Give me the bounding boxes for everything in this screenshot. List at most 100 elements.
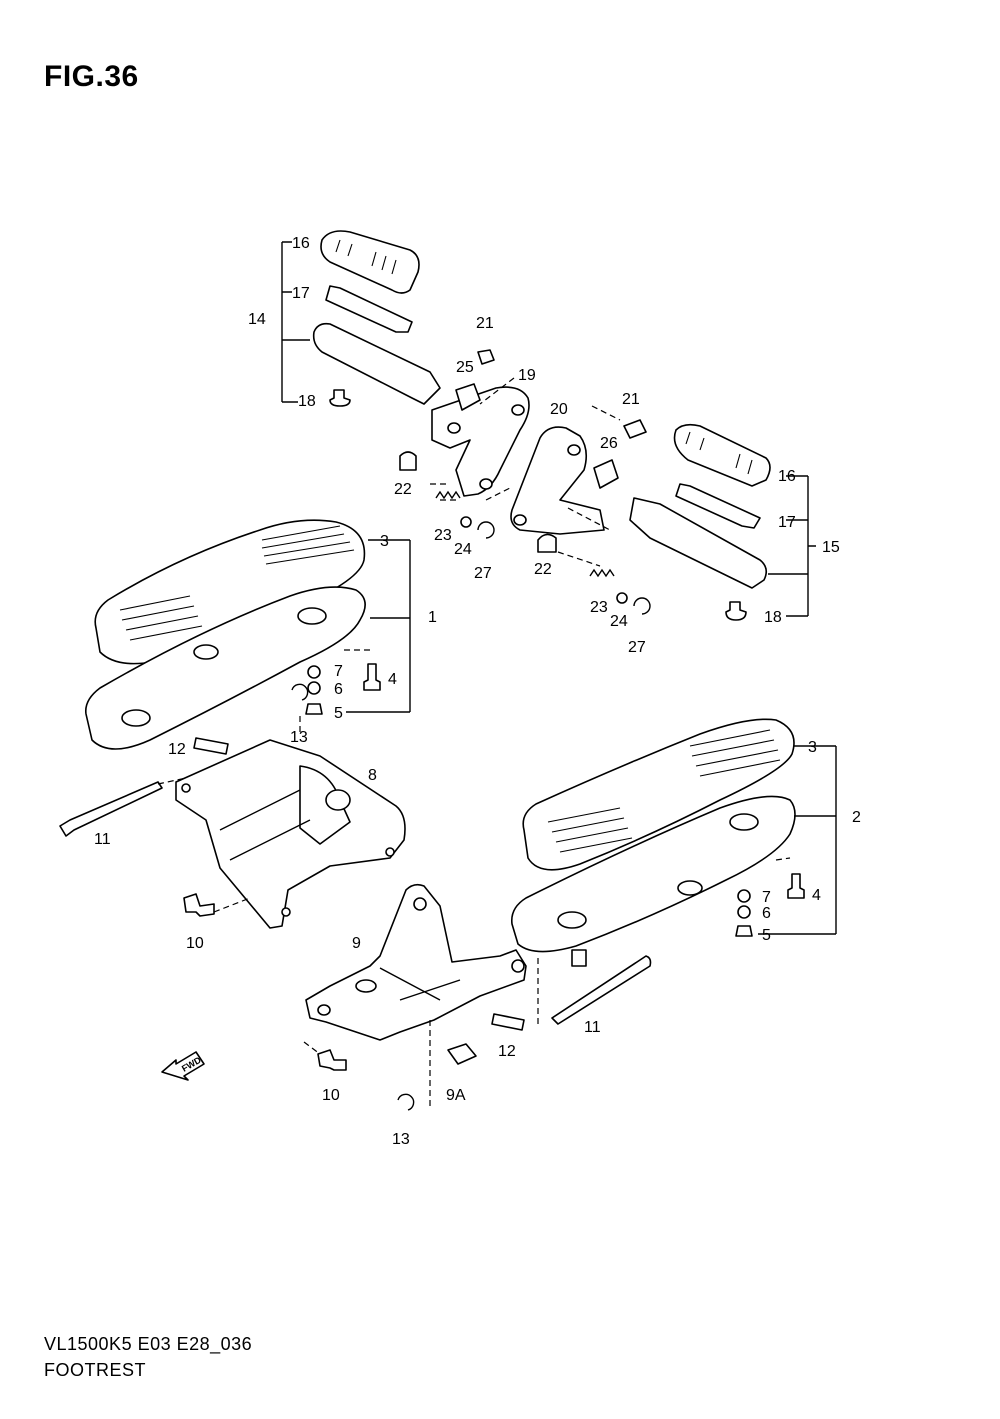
bolt-4-left bbox=[363, 663, 381, 691]
diagram-stroke bbox=[557, 405, 621, 567]
right-footrest-bracket-9 bbox=[303, 883, 652, 1111]
callout-23-left: 23 bbox=[434, 527, 452, 544]
diagram-stroke bbox=[511, 959, 525, 973]
callout-26: 26 bbox=[600, 435, 618, 452]
peg-rubber-16-left bbox=[320, 230, 420, 294]
callout-8: 8 bbox=[368, 767, 377, 784]
callout-21-right: 21 bbox=[622, 391, 640, 408]
diagram-stroke bbox=[303, 958, 539, 1110]
callout-16-left: 16 bbox=[292, 235, 310, 252]
bolt-21-right bbox=[623, 419, 647, 439]
diagram-stroke bbox=[547, 807, 621, 823]
callout-4-right: 4 bbox=[812, 887, 821, 904]
model-code: VL1500K5 E03 E28_036 bbox=[44, 1334, 253, 1354]
passenger-bracket-19 bbox=[399, 349, 530, 539]
right-passenger-peg-assembly bbox=[510, 405, 816, 621]
pad-9A bbox=[447, 1043, 477, 1065]
callout-4-left: 4 bbox=[388, 671, 397, 688]
callout-3-left: 3 bbox=[380, 533, 389, 550]
nut-5-left bbox=[305, 703, 323, 715]
callout-2: 2 bbox=[852, 809, 861, 826]
washer-6-left bbox=[307, 681, 321, 695]
diagram-stroke bbox=[385, 847, 395, 857]
callout-19: 19 bbox=[518, 367, 536, 384]
diagram-stroke bbox=[297, 607, 327, 625]
ball-24-right bbox=[616, 592, 628, 604]
right-floorboard-assembly bbox=[510, 718, 837, 967]
diagram-stroke bbox=[557, 911, 587, 929]
diagram-stroke bbox=[381, 255, 387, 271]
ball-24-left bbox=[460, 516, 472, 528]
diagram-stroke bbox=[299, 765, 351, 845]
diagram-stroke bbox=[479, 478, 493, 490]
peg-arm-left bbox=[312, 322, 441, 405]
callout-25: 25 bbox=[456, 359, 474, 376]
left-passenger-peg-assembly bbox=[281, 230, 441, 407]
clip-13-right bbox=[397, 1093, 415, 1111]
diagram-stroke bbox=[121, 605, 195, 621]
diagram-stroke bbox=[317, 1004, 331, 1016]
callout-17-left: 17 bbox=[292, 285, 310, 302]
section-name: FOOTREST bbox=[44, 1360, 146, 1380]
callout-22-left: 22 bbox=[394, 481, 412, 498]
peg-plate-17-right bbox=[675, 483, 761, 529]
diagram-stroke bbox=[281, 241, 310, 403]
diagram-stroke bbox=[335, 239, 341, 253]
diagram-stroke bbox=[699, 437, 705, 451]
callout-18-left: 18 bbox=[298, 393, 316, 410]
diagram-stroke bbox=[371, 251, 377, 267]
diagram-stroke bbox=[261, 525, 341, 541]
diagram-stroke bbox=[281, 907, 291, 917]
callout-12-left: 12 bbox=[168, 741, 186, 758]
left-footrest-bracket-8 bbox=[59, 737, 406, 929]
diagram-stroke bbox=[567, 444, 581, 456]
callout-5-left: 5 bbox=[334, 705, 343, 722]
bolt-4-right bbox=[787, 873, 805, 899]
spring-12-right bbox=[491, 1013, 525, 1031]
diagram-stroke bbox=[413, 897, 427, 911]
peg-bolt-18-right bbox=[725, 601, 747, 621]
callout-20: 20 bbox=[550, 401, 568, 418]
clip-27-right bbox=[633, 597, 651, 615]
diagram-stroke bbox=[551, 817, 625, 833]
callout-14: 14 bbox=[248, 311, 266, 328]
diagram-stroke bbox=[758, 745, 837, 935]
diagram-stroke bbox=[689, 729, 771, 747]
callout-5-right: 5 bbox=[762, 927, 771, 944]
diagram-stroke bbox=[431, 386, 530, 497]
callout-16-right: 16 bbox=[778, 468, 796, 485]
right-floorboard-plate-2 bbox=[510, 795, 796, 953]
diagram-stroke bbox=[391, 259, 397, 275]
diagram-stroke bbox=[699, 759, 781, 777]
diagram-stroke bbox=[747, 459, 753, 475]
diagram-stroke bbox=[161, 1051, 205, 1081]
diagram-stroke bbox=[325, 789, 351, 811]
diagram-stroke bbox=[121, 709, 151, 727]
callout-15: 15 bbox=[822, 539, 840, 556]
diagram-stroke bbox=[555, 827, 629, 843]
callout-10-right: 10 bbox=[322, 1087, 340, 1104]
diagram-stroke bbox=[193, 644, 219, 660]
diagram-stroke bbox=[305, 883, 527, 1041]
callout-labels: 16 17 14 18 21 25 19 22 23 24 27 21 20 2… bbox=[94, 235, 861, 1148]
callout-23-right: 23 bbox=[590, 599, 608, 616]
clip-27-left bbox=[477, 521, 495, 539]
callout-21-left: 21 bbox=[476, 315, 494, 332]
plate-26 bbox=[593, 459, 619, 489]
callout-24-right: 24 bbox=[610, 613, 628, 630]
callout-7-right: 7 bbox=[762, 889, 771, 906]
plate-25 bbox=[455, 383, 481, 411]
callout-27-right: 27 bbox=[628, 639, 646, 656]
callout-6-left: 6 bbox=[334, 681, 343, 698]
washer-7-right bbox=[737, 889, 751, 903]
bolt-10-right bbox=[317, 1049, 347, 1071]
callout-6-right: 6 bbox=[762, 905, 771, 922]
callout-13-left: 13 bbox=[290, 729, 308, 746]
callout-22-right: 22 bbox=[534, 561, 552, 578]
diagram-stroke bbox=[265, 549, 355, 565]
callout-9: 9 bbox=[352, 935, 361, 952]
diagram-stroke bbox=[129, 625, 203, 641]
diagram-stroke bbox=[263, 541, 351, 557]
